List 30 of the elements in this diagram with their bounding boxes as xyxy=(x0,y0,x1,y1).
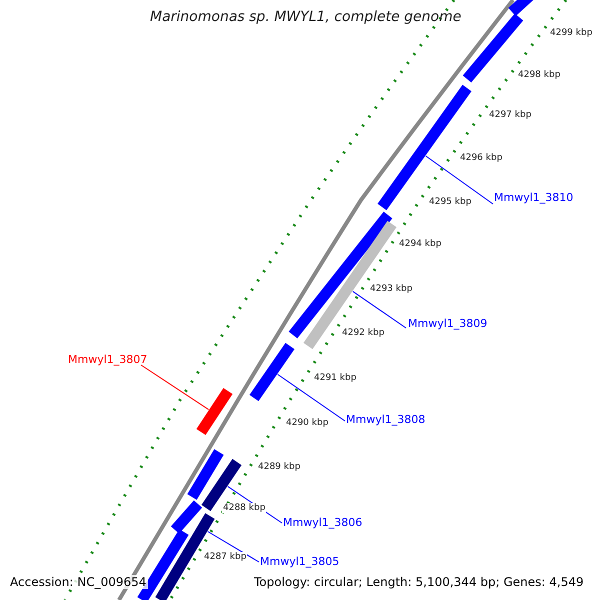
gene-label: Mmwyl1_3810 xyxy=(494,191,574,204)
info-text: Topology: circular; Length: 5,100,344 bp; Genes: 4,549 xyxy=(252,575,586,589)
gene-bar xyxy=(249,342,295,402)
scale-label: 4288 kbp xyxy=(222,503,266,513)
accession-text: Accession: NC_009654 xyxy=(8,575,148,589)
leader-line xyxy=(207,531,260,562)
scale-label: 4290 kbp xyxy=(285,418,330,428)
gene-bar xyxy=(196,388,233,436)
scale-label: 4297 kbp xyxy=(488,110,532,120)
gene-bar xyxy=(303,220,397,350)
scale-label: 4294 kbp xyxy=(398,239,442,249)
scale-label: 4289 kbp xyxy=(257,462,302,472)
leader-line xyxy=(140,364,210,410)
scale-label: 4287 kbp xyxy=(203,552,248,562)
gene-label: Mmwyl1_3809 xyxy=(408,317,488,330)
scale-label: 4295 kbp xyxy=(428,197,472,207)
scale-label: 4298 kbp xyxy=(517,70,562,80)
scale-label: 4292 kbp xyxy=(341,328,386,338)
scale-label: 4291 kbp xyxy=(313,373,358,383)
scale-label: 4299 kbp xyxy=(549,28,594,38)
gene-label: Mmwyl1_3807 xyxy=(68,353,148,366)
title: Marinomonas sp. MWYL1, complete genome xyxy=(150,9,462,25)
gene-label: Mmwyl1_3805 xyxy=(260,555,340,568)
leader-line xyxy=(425,156,494,204)
scale-label: 4296 kbp xyxy=(459,153,504,163)
leader-line xyxy=(277,374,346,422)
scale-label: 4293 kbp xyxy=(369,284,414,294)
leader-line xyxy=(352,290,406,328)
gene-label: Mmwyl1_3806 xyxy=(283,516,362,529)
gene-label: Mmwyl1_3808 xyxy=(346,413,426,426)
